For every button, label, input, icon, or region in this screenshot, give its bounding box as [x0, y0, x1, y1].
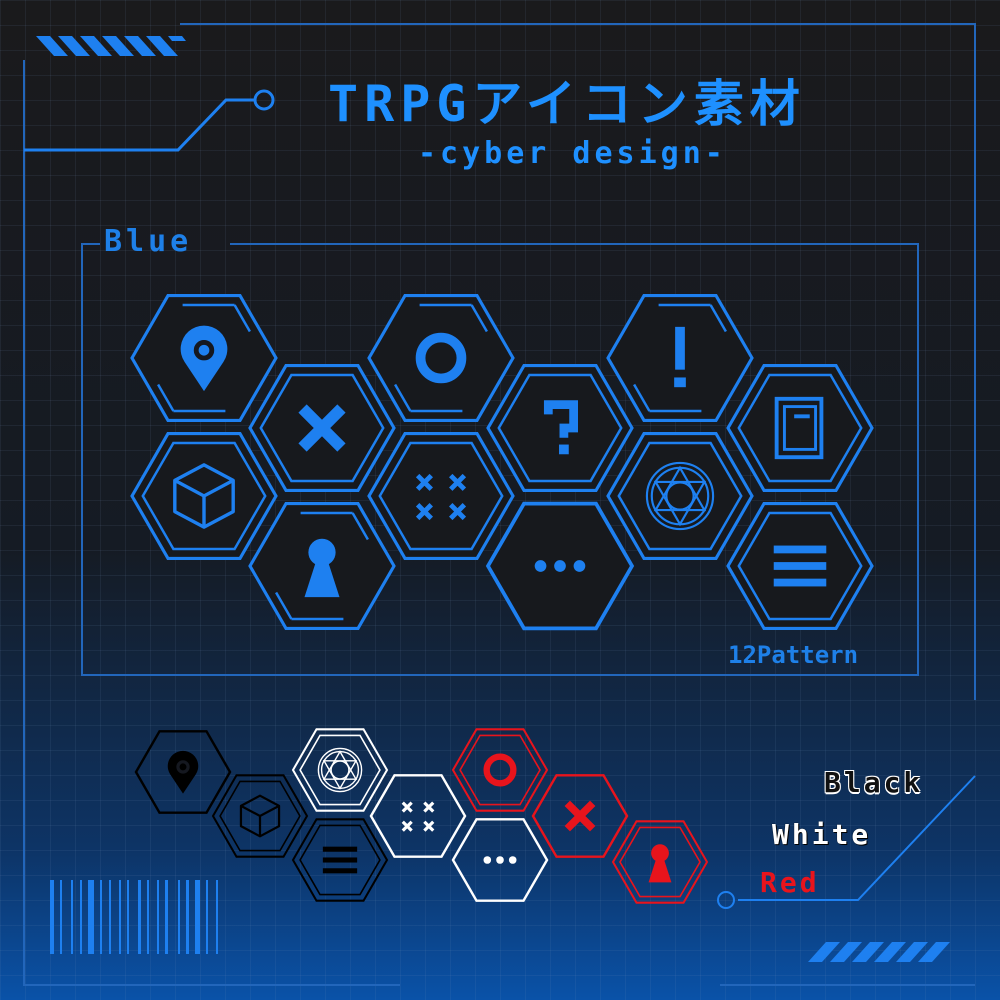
- map-pin-icon: [180, 325, 228, 392]
- cube-icon: [239, 794, 281, 838]
- icon-grid: [130, 294, 874, 904]
- hex-tile-cross-icon: [531, 774, 629, 858]
- hex-tile-circle-icon: [451, 728, 549, 812]
- barcode-bar: [138, 880, 141, 954]
- circle-icon: [483, 753, 517, 787]
- menu-icon: [322, 846, 358, 874]
- hex-tile-book-icon: [726, 364, 874, 492]
- variant-label-white: White: [772, 818, 872, 851]
- magic-circle-icon: [317, 747, 363, 793]
- blue-section-frame: [81, 243, 919, 676]
- pawn-icon: [304, 538, 340, 598]
- section-label-blue: Blue: [104, 224, 193, 259]
- hex-tile-ellipsis-icon: [485, 501, 635, 631]
- barcode-bar: [186, 880, 189, 954]
- barcode-bar: [60, 880, 62, 954]
- question-icon: [543, 400, 578, 455]
- cube-icon: [173, 463, 235, 529]
- barcode-bar: [50, 880, 54, 954]
- hex-tile-map-pin-icon: [130, 294, 278, 422]
- exclamation-icon: [674, 326, 686, 388]
- hex-tile-pawn-icon: [248, 502, 396, 630]
- ellipsis-icon: [534, 560, 586, 572]
- hex-tile-dice-icon: [367, 432, 515, 560]
- magic-circle-icon: [645, 461, 715, 531]
- barcode-bar: [80, 880, 82, 954]
- variant-label-red: Red: [760, 866, 820, 899]
- barcode-bar: [100, 880, 102, 954]
- top-left-stripes: [36, 36, 186, 56]
- barcode-bar: [88, 880, 94, 954]
- map-pin-icon: [167, 750, 199, 794]
- ellipsis-icon: [483, 856, 517, 864]
- page-title: TRPGアイコン素材: [328, 75, 806, 133]
- hex-tile-exclamation-icon: [606, 294, 754, 422]
- circle-icon: [415, 332, 467, 384]
- hex-tile-map-pin-icon: [134, 730, 232, 814]
- hex-tile-circle-icon: [367, 294, 515, 422]
- hex-tile-question-icon: [486, 364, 634, 492]
- barcode-bar: [165, 880, 168, 954]
- hex-tile-cube-icon: [211, 774, 309, 858]
- hex-tile-menu-icon: [726, 502, 874, 630]
- barcode-bar: [147, 880, 149, 954]
- bottom-right-stripes: [808, 942, 950, 962]
- barcode-bar: [119, 880, 121, 954]
- page-subtitle: -cyber design-: [418, 136, 727, 171]
- outer-frame: [180, 23, 976, 700]
- dice-icon: [415, 473, 467, 521]
- hex-tile-magic-circle-icon: [291, 728, 389, 812]
- circuit-line-bottom: [738, 775, 976, 901]
- barcode: [50, 880, 218, 954]
- circuit-node-top: [253, 89, 275, 111]
- hex-tile-dice-icon: [369, 774, 467, 858]
- book-icon: [774, 396, 824, 460]
- barcode-bar: [109, 880, 111, 954]
- dice-icon: [401, 801, 435, 832]
- barcode-bar: [157, 880, 159, 954]
- hex-tile-ellipsis-icon: [451, 818, 549, 902]
- hex-tile-magic-circle-icon: [606, 432, 754, 560]
- hex-tile-pawn-icon: [611, 820, 709, 904]
- barcode-bar: [206, 880, 208, 954]
- menu-icon: [773, 545, 827, 587]
- hex-tile-cross-icon: [248, 364, 396, 492]
- pattern-count-label: 12Pattern: [728, 641, 859, 669]
- hex-tile-cube-icon: [130, 432, 278, 560]
- circuit-line-top: [24, 98, 256, 152]
- cross-icon: [564, 800, 596, 832]
- outer-frame-left: [23, 60, 400, 986]
- circuit-node-bottom: [717, 891, 735, 909]
- barcode-bar: [71, 880, 73, 954]
- cross-icon: [298, 404, 346, 452]
- variant-label-black: Black: [824, 766, 924, 799]
- pawn-icon: [648, 844, 672, 883]
- barcode-bar: [127, 880, 129, 954]
- barcode-bar: [195, 880, 200, 954]
- barcode-bar: [178, 880, 180, 954]
- hex-tile-menu-icon: [291, 818, 389, 902]
- barcode-bar: [216, 880, 218, 954]
